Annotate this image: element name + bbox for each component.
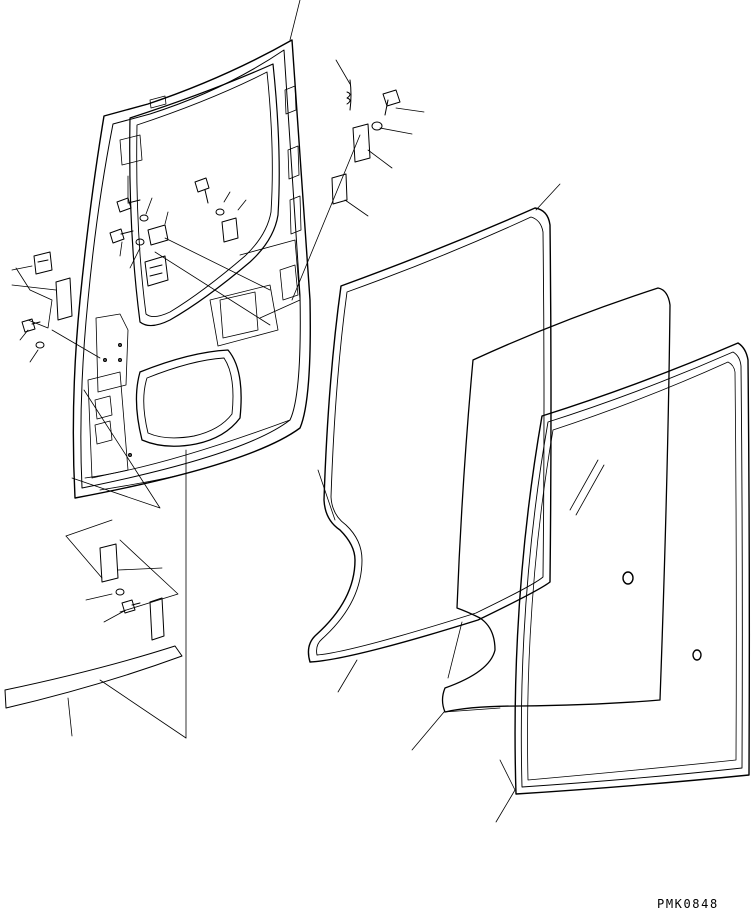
outer-seal [307,207,552,663]
door-frame [72,39,311,499]
leader-lines [11,0,561,823]
middle-glass-pane [441,287,671,713]
drawing-code-label: PMK0848 [657,897,719,911]
front-glass-seal [514,342,751,795]
door-hardware [4,79,401,709]
